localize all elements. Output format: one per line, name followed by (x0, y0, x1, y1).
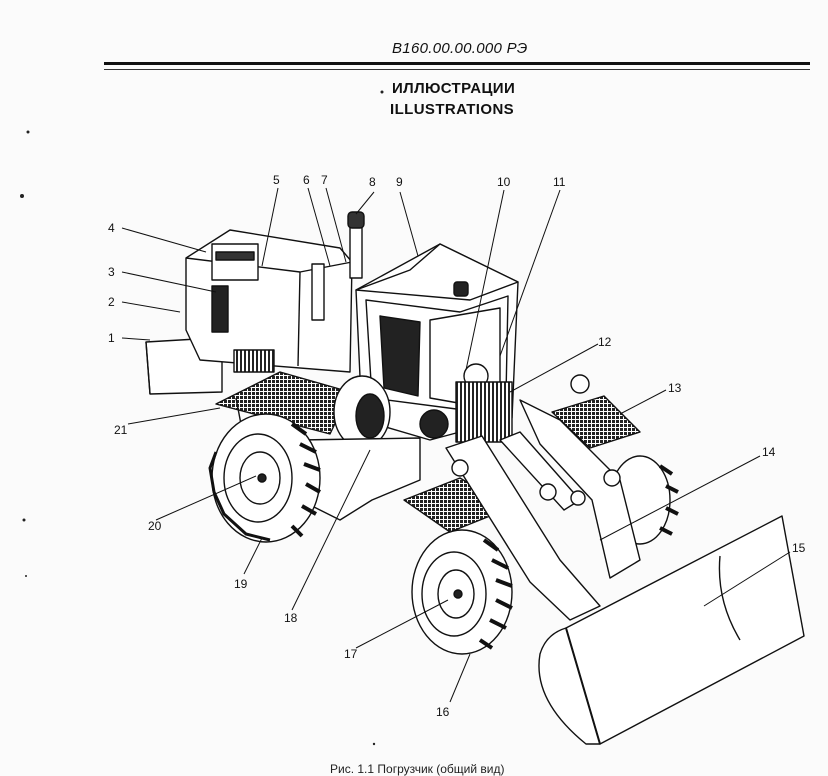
callout-10: 10 (497, 175, 511, 189)
callout-20: 20 (148, 519, 162, 533)
rear-wheel (208, 413, 321, 543)
callout-17: 17 (344, 647, 358, 661)
callout-4: 4 (108, 221, 115, 235)
callout-21: 21 (114, 423, 128, 437)
callout-7: 7 (321, 173, 328, 187)
callout-18: 18 (284, 611, 298, 625)
header-rule-thin (104, 69, 810, 70)
callout-labels: 1 2 3 4 5 6 7 8 9 10 11 12 13 14 15 16 1… (108, 173, 806, 719)
exhaust-pipe (349, 225, 363, 279)
front-wheel (411, 529, 513, 655)
cab-roof (355, 243, 519, 301)
callout-13: 13 (668, 381, 682, 395)
callout-1: 1 (108, 331, 115, 345)
callout-9: 9 (396, 175, 403, 189)
exhaust-cap (347, 211, 365, 229)
callout-8: 8 (369, 175, 376, 189)
air-filter (211, 243, 259, 281)
right-platform (551, 395, 641, 449)
section-title-english: ILLUSTRATIONS (390, 101, 515, 118)
document-code: В160.00.00.000 РЭ (392, 40, 528, 57)
lift-arm (445, 435, 601, 621)
bucket (538, 515, 805, 745)
callout-11: 11 (553, 175, 566, 189)
scan-specks (20, 90, 384, 746)
callout-14: 14 (762, 445, 776, 459)
section-title-russian: ИЛЛЮСТРАЦИИ (392, 80, 516, 97)
figure-caption: Рис. 1.1 Погрузчик (общий вид) (330, 762, 505, 776)
callout-15: 15 (792, 541, 806, 555)
callout-leaders (121, 187, 791, 703)
callout-19: 19 (234, 577, 248, 591)
callout-6: 6 (303, 173, 310, 187)
callout-12: 12 (598, 335, 612, 349)
callout-5: 5 (273, 173, 280, 187)
radiator-grille (455, 381, 513, 443)
callout-3: 3 (108, 265, 115, 279)
header-rule-thick (104, 62, 810, 65)
callout-2: 2 (108, 295, 115, 309)
beacon-light (453, 281, 469, 297)
callout-16: 16 (436, 705, 450, 719)
